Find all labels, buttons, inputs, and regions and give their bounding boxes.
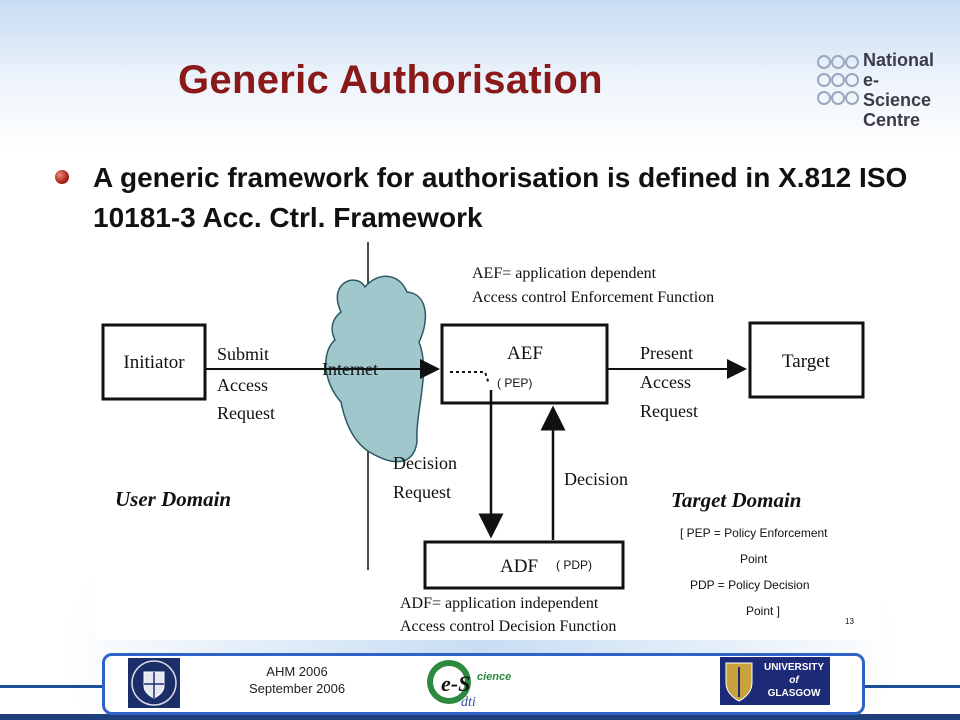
user-domain-label: User Domain: [115, 487, 231, 511]
present-label-1: Present: [640, 343, 693, 363]
glasgow-line-3: GLASGOW: [767, 688, 821, 699]
initiator-label: Initiator: [123, 352, 185, 373]
nesc-line-3: Centre: [863, 110, 921, 130]
submit-label-3: Request: [217, 403, 275, 423]
pdp-tag: ( PDP): [556, 558, 592, 572]
adf-note-1: ADF= application independent: [400, 595, 599, 612]
target-domain-label: Target Domain: [671, 488, 802, 512]
present-label-3: Request: [640, 401, 698, 421]
escience-icon: e-S cience dti: [427, 660, 511, 710]
legend-line-3: PDP = Policy Decision: [690, 578, 810, 592]
decision-label: Decision: [564, 469, 628, 489]
initiator-box: [101, 323, 207, 401]
decision-request-label-1: Decision: [393, 453, 457, 473]
target-label: Target: [782, 351, 831, 372]
glasgow-line-2: of: [789, 675, 799, 686]
diagram-page-number: 13: [845, 617, 854, 626]
legend-line-1: [ PEP = Policy Enforcement: [680, 526, 828, 540]
bullet-text: A generic framework for authorisation is…: [93, 162, 908, 233]
edinburgh-shield-icon: [131, 660, 177, 706]
aef-note-2: Access control Enforcement Function: [472, 289, 714, 306]
legend-line-2: Point: [740, 552, 768, 566]
aef-note-1: AEF= application dependent: [472, 265, 657, 282]
glasgow-line-1: UNIVERSITY: [763, 662, 824, 673]
escience-dti-logo: e-S cience dti: [425, 656, 525, 710]
internet-label: Internet: [322, 359, 378, 379]
aef-box: [440, 323, 609, 405]
nesc-line-2: e-Science: [863, 70, 932, 110]
footer-event-text: AHM 2006 September 2006: [232, 663, 362, 697]
decision-request-label-2: Request: [393, 482, 451, 502]
legend-line-4: Point ]: [746, 604, 780, 618]
target-box: [748, 321, 865, 399]
authorisation-diagram: Initiator Submit Access Request Internet…: [95, 232, 880, 640]
svg-text:cience: cience: [477, 671, 511, 683]
slide-title: Generic Authorisation: [178, 58, 603, 102]
bullet-icon: [55, 170, 69, 184]
submit-label-2: Access: [217, 375, 268, 395]
adf-label: ADF: [500, 556, 538, 577]
nesc-rings-icon: [817, 55, 859, 105]
footer-date: September 2006: [248, 681, 346, 696]
adf-note-2: Access control Decision Function: [400, 618, 616, 635]
glasgow-text: UNIVERSITY of GLASGOW: [760, 661, 828, 700]
glasgow-shield-icon: [725, 662, 753, 702]
footer-bottom-bar: [0, 714, 960, 720]
pep-dotted-link: [450, 371, 490, 385]
glasgow-logo: [720, 657, 830, 705]
aef-label: AEF: [507, 343, 543, 364]
svg-text:e-S: e-S: [441, 671, 470, 696]
nesc-line-1: National: [863, 50, 935, 70]
header-band: [0, 0, 960, 150]
present-label-2: Access: [640, 372, 691, 392]
dti-label: dti: [461, 695, 476, 708]
submit-label-1: Submit: [217, 344, 269, 364]
nesc-logo: National e-Science Centre: [815, 50, 940, 130]
adf-box: [423, 540, 625, 590]
edinburgh-crest-logo: [128, 658, 180, 708]
pep-tag: ( PEP): [497, 376, 532, 390]
diagram-canvas: Initiator Submit Access Request Internet…: [101, 242, 865, 635]
footer-event: AHM 2006: [266, 664, 328, 679]
